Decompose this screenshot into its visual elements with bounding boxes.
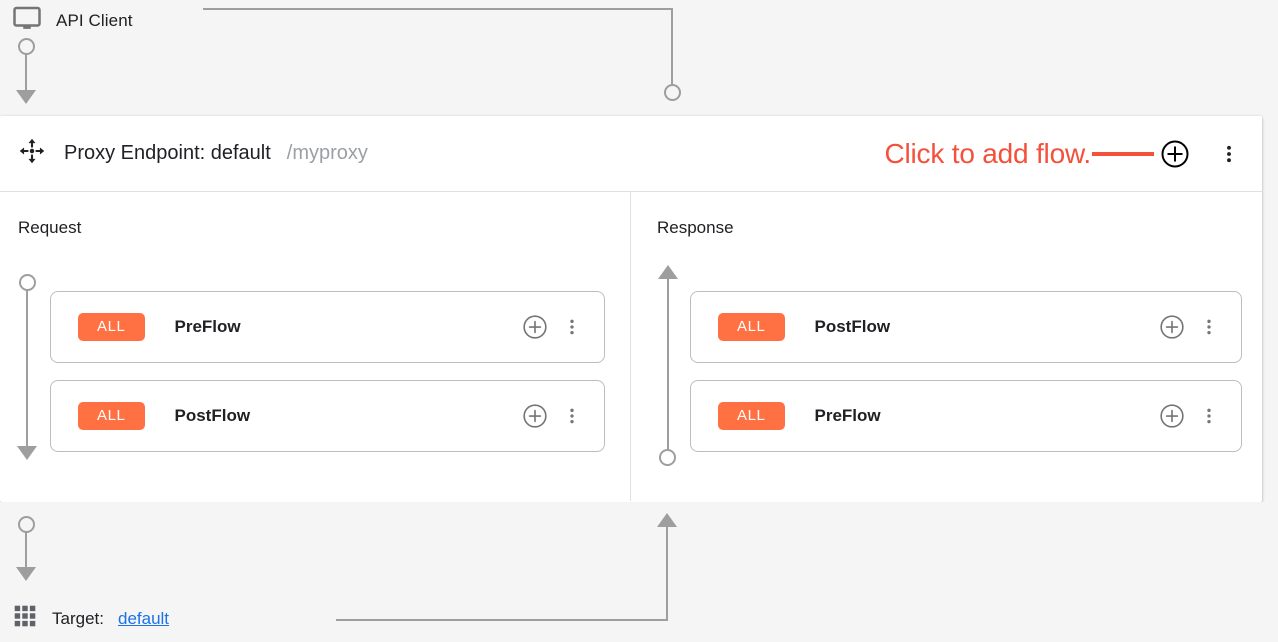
move-handle-icon[interactable] [18, 137, 46, 170]
monitor-icon [12, 3, 42, 38]
target-proxy-wire-arrow [657, 513, 677, 527]
flow-name: PostFlow [174, 406, 251, 425]
flow-card[interactable]: ALL PostFlow [690, 291, 1242, 363]
client-proxy-wire-horizontal [203, 8, 673, 10]
add-flow-button[interactable] [1160, 139, 1190, 169]
flow-card[interactable]: ALL PreFlow [50, 291, 605, 363]
target-request-rail-arrow [16, 567, 36, 581]
client-band: API Client [0, 0, 1278, 116]
flow-card[interactable]: ALL PostFlow [50, 380, 605, 452]
target-proxy-wire-horizontal [336, 619, 668, 621]
flow-condition-badge: ALL [718, 313, 785, 341]
flow-menu-button[interactable] [562, 315, 582, 339]
response-pane: Response ALL PostFlow [631, 192, 1262, 501]
flow-name: PostFlow [814, 317, 891, 336]
flow-condition-badge: ALL [78, 313, 145, 341]
request-pane-title: Request [18, 218, 82, 237]
proxy-basepath: /myproxy [286, 142, 368, 164]
add-step-button[interactable] [1159, 403, 1185, 429]
target-band [0, 502, 1278, 642]
response-rail-circle [659, 449, 676, 466]
request-rail-line [26, 290, 28, 448]
response-rail-line [667, 278, 669, 450]
add-step-button[interactable] [1159, 314, 1185, 340]
flow-menu-button[interactable] [562, 404, 582, 428]
request-rail-arrow [17, 446, 37, 460]
request-pane: Request ALL PreFlow [0, 192, 631, 501]
api-client-label: API Client [56, 10, 133, 30]
response-rail-arrow [658, 265, 678, 279]
add-step-button[interactable] [522, 403, 548, 429]
grid-icon [12, 603, 38, 634]
proxy-endpoint-title: Proxy Endpoint: default [64, 142, 271, 164]
client-proxy-wire-endpoint [664, 84, 681, 101]
flow-menu-button[interactable] [1199, 404, 1219, 428]
target-label: Target: [52, 608, 104, 628]
flow-name: PreFlow [814, 406, 881, 425]
target-request-rail-line [25, 532, 27, 569]
flow-card[interactable]: ALL PreFlow [690, 380, 1242, 452]
target-proxy-wire-vertical [666, 527, 668, 621]
client-request-rail-arrow [16, 90, 36, 104]
proxy-endpoint-menu-button[interactable] [1218, 141, 1240, 167]
flow-condition-badge: ALL [78, 402, 145, 430]
target-node[interactable]: Target: default [12, 603, 169, 634]
client-proxy-wire-vertical [671, 8, 673, 84]
add-step-button[interactable] [522, 314, 548, 340]
click-to-add-flow-annotation: Click to add flow. [884, 137, 1154, 170]
annotation-pointer-line [1092, 151, 1154, 156]
flow-panes: Request ALL PreFlow [0, 192, 1262, 501]
flow-name: PreFlow [174, 317, 241, 336]
client-request-rail-circle [18, 38, 35, 55]
target-name-link[interactable]: default [117, 608, 170, 628]
flow-condition-badge: ALL [718, 402, 785, 430]
api-client-node[interactable]: API Client [12, 3, 133, 38]
proxy-endpoint-header: Proxy Endpoint: default /myproxy Click t… [0, 116, 1262, 192]
proxy-endpoint-card: Proxy Endpoint: default /myproxy Click t… [0, 116, 1262, 502]
response-pane-title: Response [657, 218, 734, 237]
annotation-text: Click to add flow. [884, 137, 1092, 169]
request-rail-circle [19, 274, 36, 291]
client-request-rail-line [25, 54, 27, 92]
target-request-rail-circle [18, 516, 35, 533]
flow-menu-button[interactable] [1199, 315, 1219, 339]
